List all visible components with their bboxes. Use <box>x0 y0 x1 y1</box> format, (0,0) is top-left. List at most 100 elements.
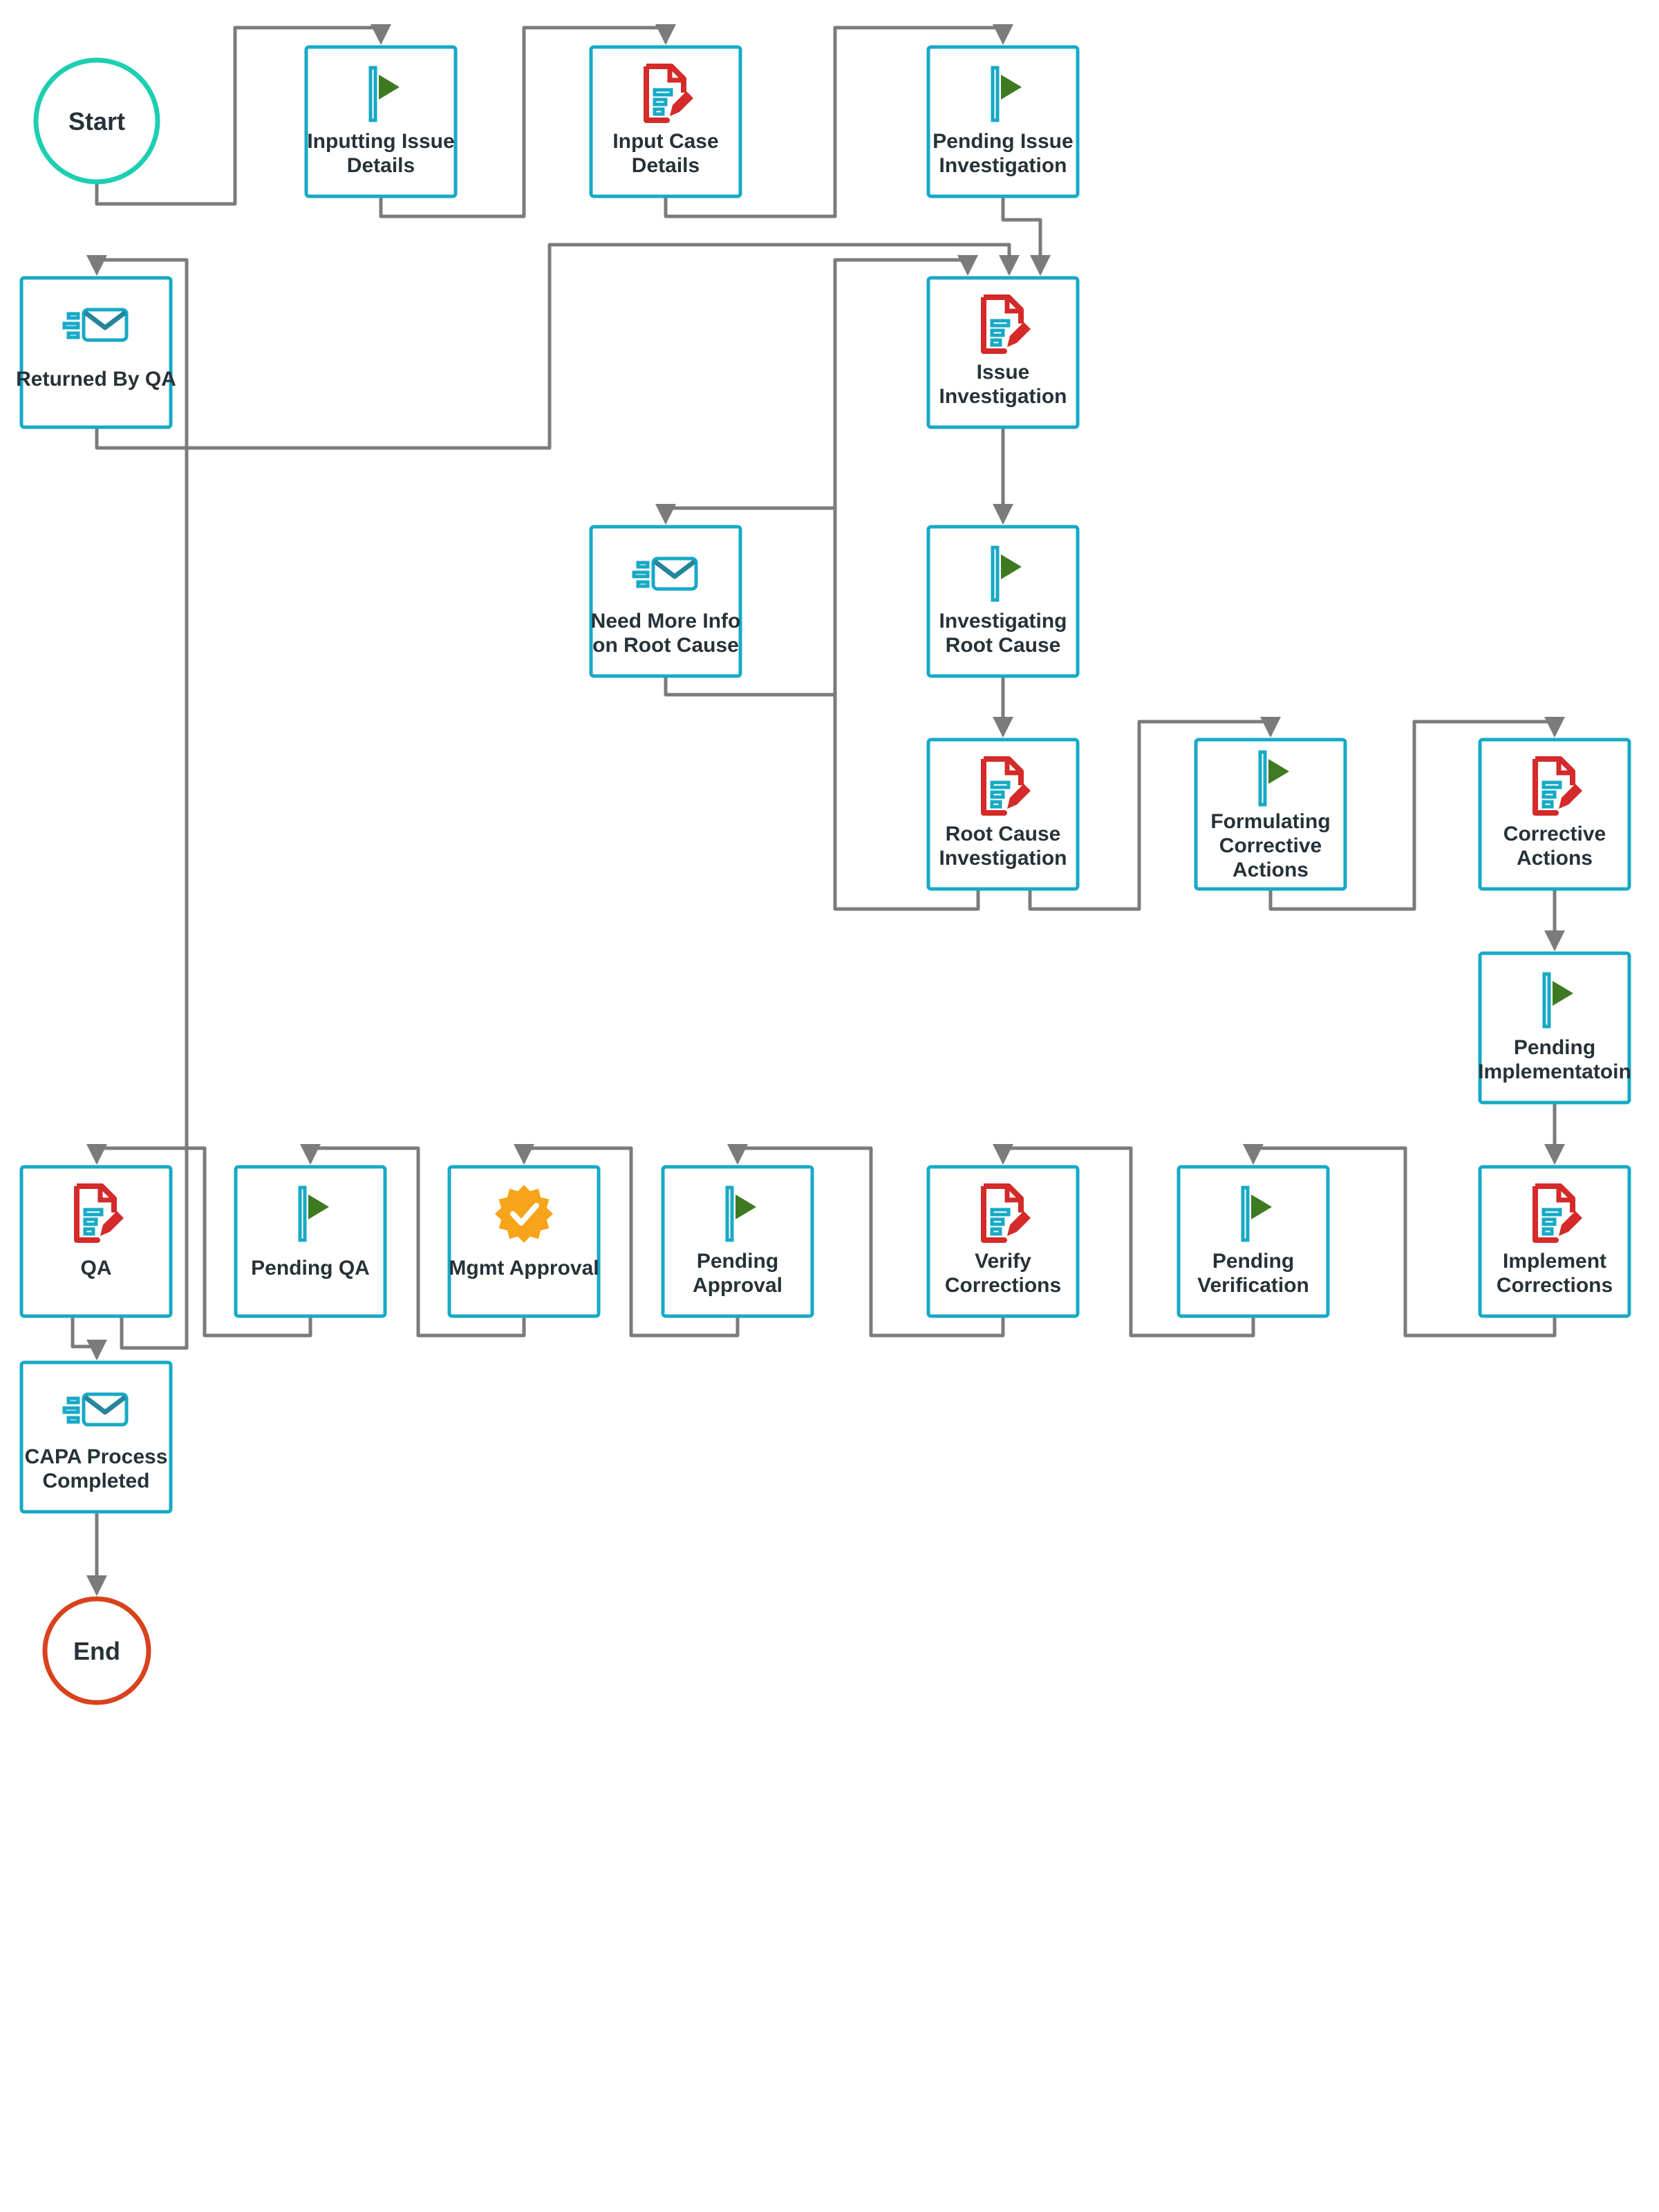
node-label-line: Details <box>347 154 415 177</box>
document-edit-icon <box>981 756 1031 816</box>
node-label-line: Input Case <box>612 130 718 153</box>
node-label-line: Inputting Issue <box>307 130 454 153</box>
node-mgmt-approval[interactable]: Mgmt Approval <box>447 1165 601 1318</box>
node-box <box>1177 1165 1330 1318</box>
node-label-line: Corrections <box>1497 1274 1613 1297</box>
link-returned-to-issue-investigation[interactable] <box>95 243 1020 450</box>
node-box <box>19 276 173 429</box>
connectors <box>71 24 1565 1596</box>
link-pending-qa-to-qa[interactable] <box>86 1144 312 1338</box>
mail-icon <box>632 556 698 591</box>
node-label-line: Approval <box>693 1274 782 1297</box>
link-qa-to-returned[interactable] <box>86 255 189 1350</box>
link-formulating-to-corrective[interactable] <box>1268 717 1565 911</box>
node-box <box>661 1165 814 1318</box>
link-qa-to-capa-completed[interactable] <box>71 1314 107 1360</box>
node-box <box>1194 738 1347 891</box>
flag-icon <box>298 1185 329 1242</box>
flag-icon <box>1241 1185 1272 1242</box>
node-label-line: Investigating <box>939 610 1067 632</box>
node-label-line: Formulating <box>1210 810 1330 833</box>
node-label-line: Root Cause <box>946 823 1061 845</box>
document-edit-icon <box>981 1183 1031 1243</box>
node-label-line: on Root Cause <box>592 634 739 657</box>
node-box <box>304 45 458 198</box>
node-label-line: Implementatoin <box>1478 1060 1631 1083</box>
flag-icon <box>1542 972 1573 1029</box>
node-box <box>1478 951 1631 1105</box>
document-edit-icon <box>981 294 1031 354</box>
node-pending-qa[interactable]: Pending QA <box>234 1165 387 1318</box>
document-edit-icon <box>1533 1183 1582 1243</box>
document-edit-icon <box>74 1183 124 1243</box>
node-box <box>926 45 1080 198</box>
link-need-info-to-issue-investigation[interactable] <box>664 255 978 697</box>
end-node-ring <box>42 1596 151 1705</box>
node-label-line: Implement <box>1503 1250 1606 1273</box>
node-label-line: Pending Issue <box>932 130 1073 153</box>
node-label-line: Actions <box>1517 847 1593 870</box>
mail-icon <box>62 1392 129 1427</box>
node-box <box>19 1360 173 1514</box>
link-root-cause-to-need-info[interactable] <box>655 504 980 911</box>
link-pending-issue-to-issue-investigation[interactable] <box>1001 194 1051 276</box>
link-input-case-to-pending-issue[interactable] <box>664 24 1013 218</box>
link-verify-to-pending-approval[interactable] <box>727 1144 1005 1338</box>
node-returned-by-qa[interactable]: Returned By QA <box>16 276 176 429</box>
node-label-line: Completed <box>42 1470 149 1492</box>
start-node-ring <box>33 57 160 185</box>
node-label-line: QA <box>81 1257 112 1280</box>
node-box <box>589 525 742 678</box>
node-label-line: Returned By QA <box>16 368 176 391</box>
document-edit-icon <box>1533 756 1582 816</box>
node-label-line: Verification <box>1197 1274 1309 1297</box>
node-label-line: Corrective <box>1219 834 1322 857</box>
flag-icon <box>368 66 400 122</box>
end-node-label: End <box>73 1637 120 1665</box>
node-label-line: Issue <box>977 361 1030 384</box>
approval-badge-icon <box>495 1185 553 1243</box>
node-label-line: Pending <box>1514 1036 1595 1059</box>
node-label-line: Pending <box>697 1250 778 1273</box>
link-inputting-to-input-case[interactable] <box>379 24 676 218</box>
link-mgmt-to-pending-qa[interactable] <box>300 1144 526 1338</box>
node-box <box>926 525 1080 678</box>
flag-icon <box>991 66 1022 122</box>
start-node[interactable]: Start <box>33 57 160 185</box>
start-node-label: Start <box>68 107 125 135</box>
node-label-line: Corrective <box>1503 823 1606 845</box>
flag-icon <box>991 545 1022 602</box>
link-pending-verification-to-verify[interactable] <box>993 1144 1255 1338</box>
node-box <box>234 1165 387 1318</box>
link-pending-approval-to-mgmt[interactable] <box>514 1144 740 1338</box>
end-node[interactable]: End <box>42 1596 151 1705</box>
flag-icon <box>725 1185 756 1242</box>
node-label-line: Actions <box>1232 859 1309 881</box>
node-label-line: Pending QA <box>251 1257 370 1280</box>
link-root-cause-to-formulating[interactable] <box>1028 717 1281 911</box>
node-qa[interactable]: QA <box>19 1165 173 1318</box>
node-label-line: Need More Info <box>591 610 741 632</box>
node-label-line: Investigation <box>939 154 1067 177</box>
link-implement-to-pending-verification[interactable] <box>1243 1144 1557 1338</box>
node-label-line: Corrections <box>945 1274 1061 1297</box>
mail-icon <box>62 308 129 342</box>
link-start-to-inputting[interactable] <box>95 24 391 206</box>
node-label-line: Root Cause <box>946 634 1061 657</box>
